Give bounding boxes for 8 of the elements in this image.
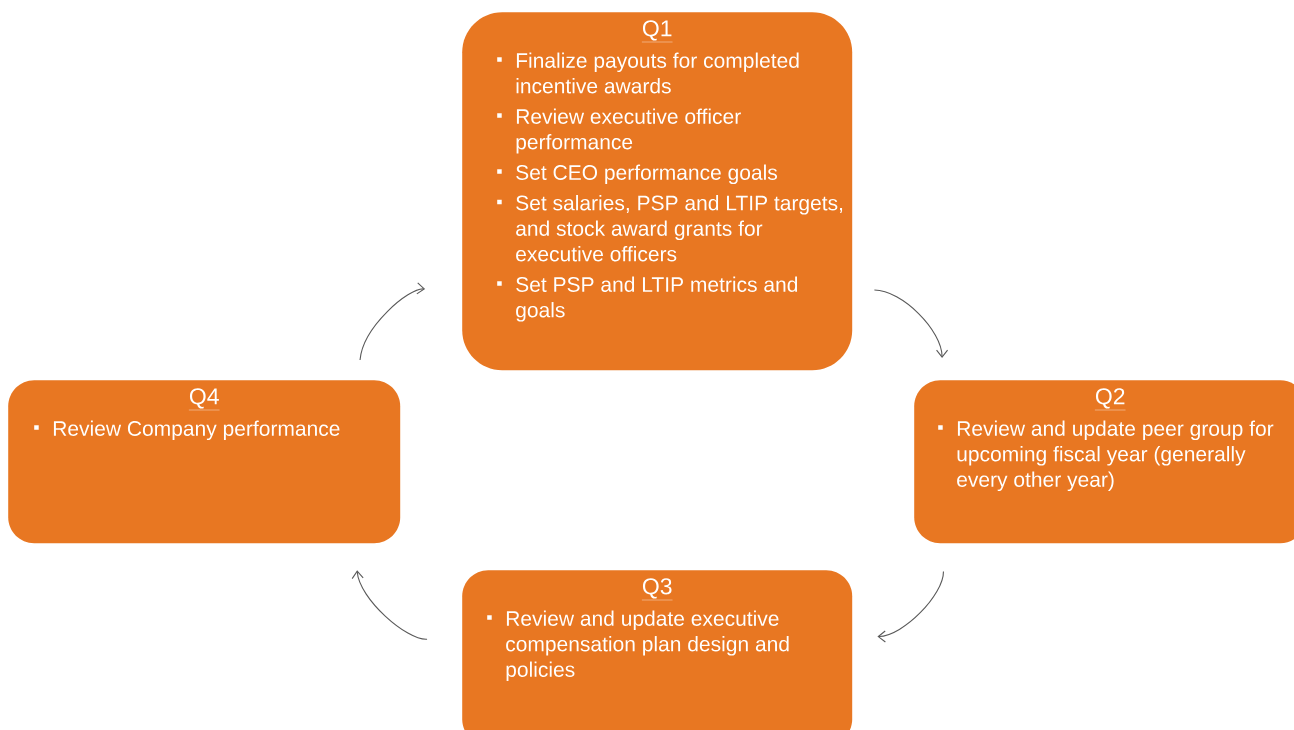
arrow [351, 570, 428, 640]
process-box: Q2 Review and update peer group for upcoming fiscal year (generally every other year) [914, 380, 1294, 544]
arrow [359, 282, 426, 361]
arrow [877, 570, 944, 643]
process-box: Q1 Finalize payouts for completed incentive awards Review executive officer performance Set CEO performance goals Set salaries, PSP and LTIP targets, and stock award grants for executive officers Set PSP and LTIP metrics and goals [462, 12, 853, 371]
process-box: Q4 Review Company performance [8, 380, 401, 544]
arrow [873, 289, 949, 358]
process-box: Q3 Review and update executive compensation plan design and policies [462, 570, 853, 730]
